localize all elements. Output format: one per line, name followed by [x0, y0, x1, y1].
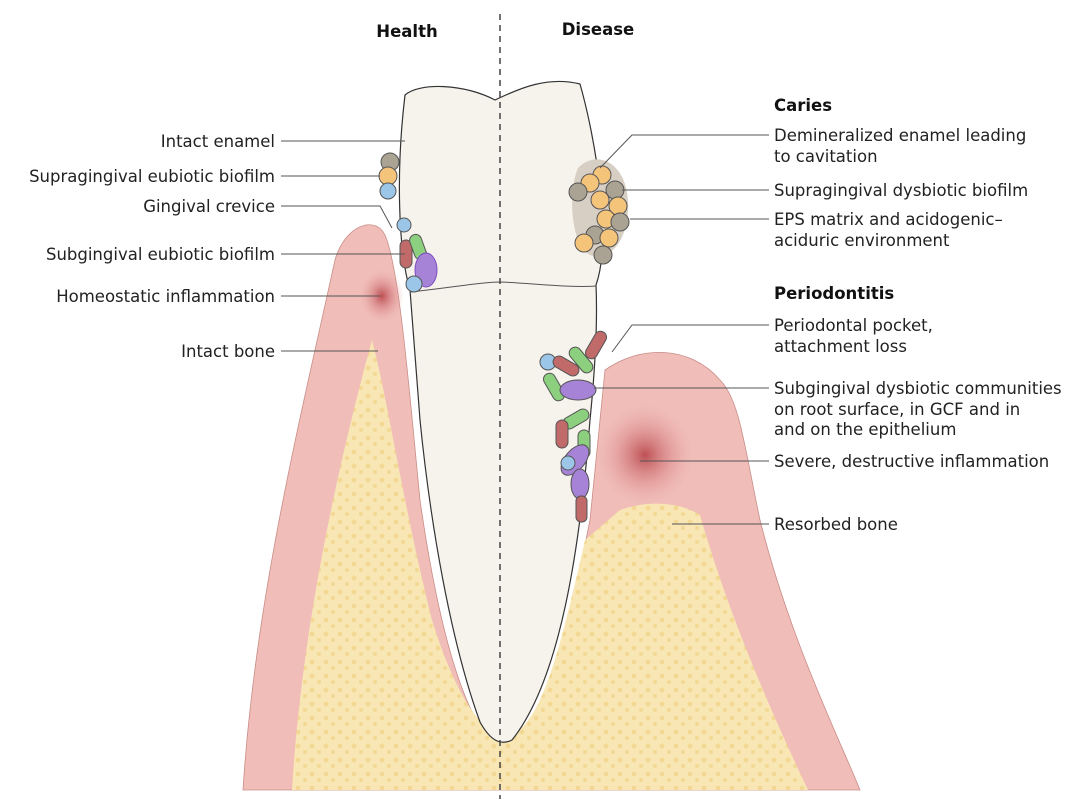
label-subgingival-eubiotic-biofilm: Subgingival eubiotic biofilm — [46, 245, 275, 264]
alveolar-bone — [292, 340, 808, 790]
label-eps-matrix-1: EPS matrix and acidogenic– — [774, 210, 1003, 229]
left-leader-lines — [281, 140, 405, 352]
label-demineralized-enamel-1: Demineralized enamel leading — [774, 126, 1026, 145]
disease-header: Disease — [562, 20, 635, 39]
right-leader-lines — [594, 134, 769, 525]
label-subgingival-dysbiotic-3: and on the epithelium — [774, 420, 956, 439]
periodontitis-heading: Periodontitis — [774, 284, 894, 303]
dysbiotic-supragingival-biofilm — [568, 165, 630, 265]
label-resorbed-bone: Resorbed bone — [774, 515, 898, 534]
health-header: Health — [376, 22, 437, 41]
homeostatic-inflammation-area — [360, 270, 404, 322]
label-periodontal-pocket-1: Periodontal pocket, — [774, 316, 933, 335]
eubiotic-biofilm — [378, 152, 438, 293]
label-subgingival-dysbiotic-2: on root surface, in GCF and in — [774, 400, 1020, 419]
destructive-inflammation-area — [597, 405, 693, 505]
label-eps-matrix-2: aciduric environment — [774, 231, 950, 250]
label-destructive-inflammation: Severe, destructive inflammation — [774, 452, 1049, 471]
label-subgingival-dysbiotic-1: Subgingival dysbiotic communities — [774, 379, 1062, 398]
dysbiotic-subgingival-communities — [539, 330, 607, 523]
label-homeostatic-inflammation: Homeostatic inflammation — [56, 287, 275, 306]
label-supragingival-dysbiotic-biofilm: Supragingival dysbiotic biofilm — [774, 181, 1028, 200]
label-intact-enamel: Intact enamel — [161, 132, 275, 151]
caries-heading: Caries — [774, 96, 832, 115]
label-gingival-crevice: Gingival crevice — [143, 197, 275, 216]
label-periodontal-pocket-2: attachment loss — [774, 337, 907, 356]
label-demineralized-enamel-2: to cavitation — [774, 147, 878, 166]
label-intact-bone: Intact bone — [181, 342, 275, 361]
tooth — [398, 80, 604, 743]
label-supragingival-eubiotic-biofilm: Supragingival eubiotic biofilm — [29, 167, 275, 186]
